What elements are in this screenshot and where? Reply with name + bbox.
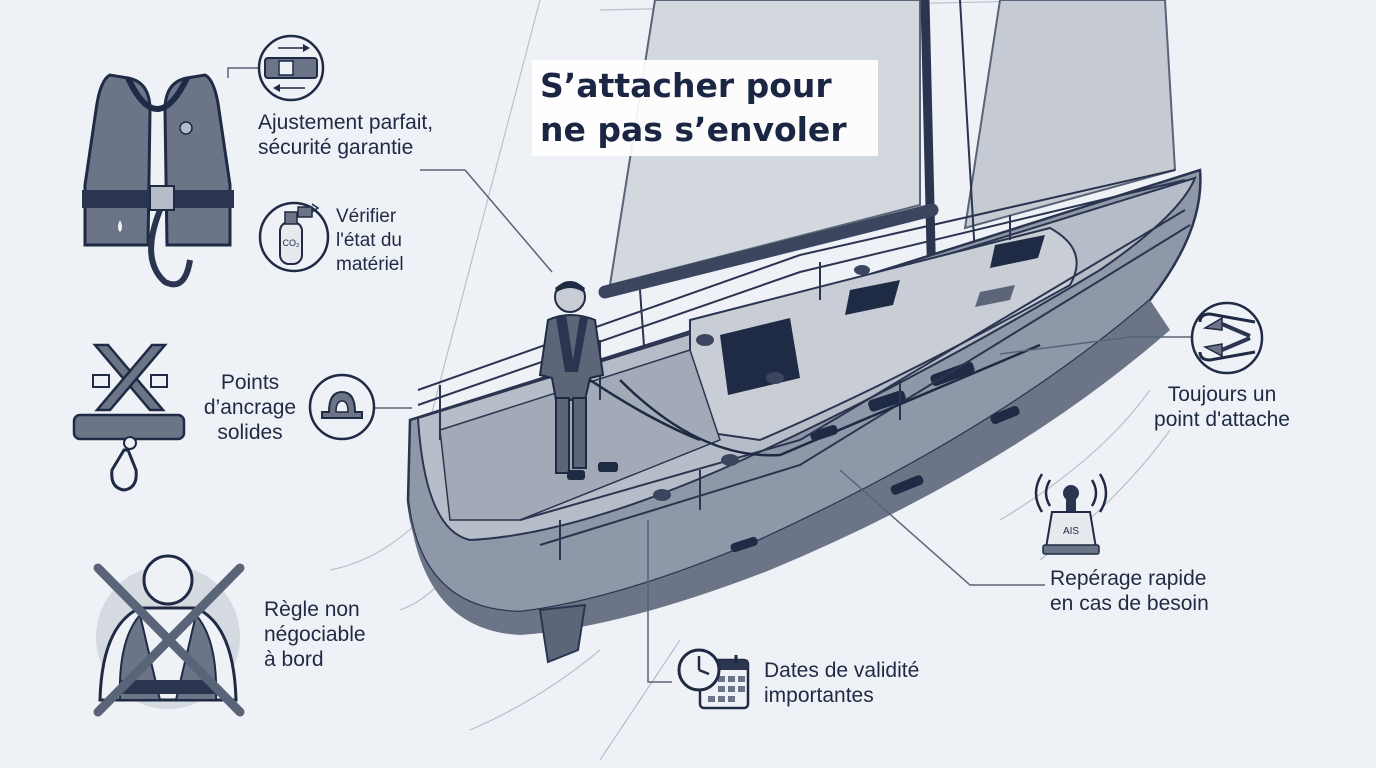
portholes — [730, 361, 1020, 553]
label-tether-line-2: point d'attache — [1154, 408, 1290, 431]
title-line-2: ne pas s’envoler — [540, 110, 847, 149]
label-check-line-2: l'état du — [336, 230, 402, 251]
label-tether-line-1: Toujours un — [1167, 383, 1277, 406]
label-anchor-line-3: solides — [217, 421, 283, 444]
mast — [920, 0, 937, 291]
sailor-lifejacket — [556, 315, 588, 372]
label-locate-line-2: en cas de besoin — [1050, 592, 1209, 615]
clock-calendar-icon — [677, 648, 750, 710]
label-locate: Repérage rapide en cas de besoin — [1050, 566, 1209, 616]
label-fit-line-2: sécurité garantie — [258, 136, 414, 159]
jackline — [619, 343, 1041, 457]
page-title: S’attacher pour ne pas s’envoler — [532, 60, 878, 156]
sailor-figure — [538, 281, 701, 480]
label-locate-line-1: Repérage rapide — [1050, 567, 1207, 590]
label-rule-line-2: négociable — [264, 623, 366, 646]
label-anchor: Points d’ancrage solides — [200, 370, 300, 445]
label-rule-line-1: Règle non — [264, 598, 360, 621]
lifejacket-icon — [82, 73, 234, 288]
connector-lines — [227, 67, 1195, 683]
co2-badge-label: CO₂ — [283, 238, 301, 248]
co2-cylinder-icon — [258, 201, 330, 273]
title-line-1: S’attacher pour — [540, 66, 832, 105]
padeye-anchor-icon — [308, 373, 376, 441]
label-anchor-line-2: d’ancrage — [203, 396, 297, 419]
buckle-adjust-icon — [257, 34, 325, 102]
label-check: Vérifier l'état du matériel — [336, 205, 404, 277]
cabin-roof — [689, 226, 1078, 442]
winches — [653, 265, 870, 501]
sailboat — [406, 168, 1202, 664]
hatch-1 — [845, 280, 900, 315]
label-check-line-1: Vérifier — [336, 206, 397, 227]
keel — [538, 603, 587, 664]
hatch-2 — [990, 235, 1045, 268]
ais-badge-label: AIS — [1063, 526, 1079, 537]
no-lifejacket-icon — [93, 554, 245, 717]
label-rule-line-3: à bord — [264, 648, 324, 671]
label-fit: Ajustement parfait, sécurité garantie — [258, 110, 433, 160]
label-tether: Toujours un point d'attache — [1140, 382, 1304, 432]
label-fit-line-1: Ajustement parfait, — [258, 111, 434, 134]
ais-beacon-icon — [1034, 473, 1108, 555]
label-check-line-3: matériel — [336, 254, 404, 275]
boom — [598, 203, 939, 299]
harness-icon — [72, 343, 186, 492]
label-anchor-line-1: Points — [220, 371, 280, 394]
label-dates-line-2: importantes — [764, 684, 874, 707]
label-rule: Règle non négociable à bord — [264, 597, 366, 672]
label-dates: Dates de validité importantes — [764, 658, 919, 708]
hatch-3 — [975, 285, 1015, 307]
label-dates-line-1: Dates de validité — [764, 659, 920, 682]
double-carabiner-tether-icon — [1190, 301, 1264, 375]
